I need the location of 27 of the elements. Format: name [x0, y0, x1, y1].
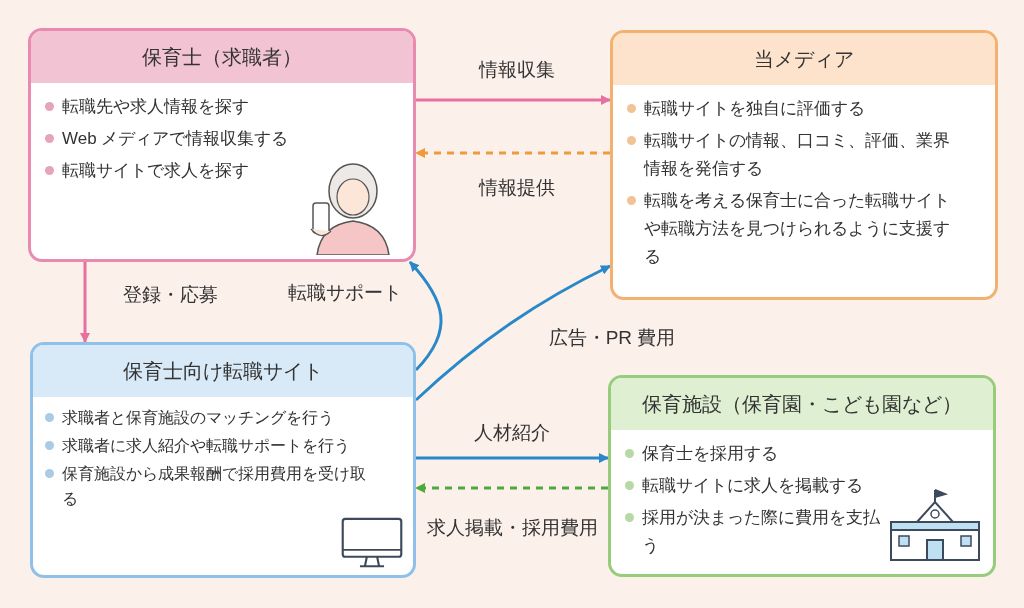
bullet-text: 転職サイトの情報、口コミ、評価、業界情報を発信する: [644, 130, 951, 180]
card: [28, 28, 416, 262]
bullet-text: 転職サイトで求人を探す: [62, 160, 249, 182]
bullet-text: 求職者に求人紹介や転職サポートを行う: [62, 436, 350, 456]
card-header: 保育士（求職者）: [31, 31, 413, 83]
arrow: [415, 264, 611, 402]
bullet-text: Web メディアで情報収集する: [62, 128, 289, 150]
card: [608, 375, 996, 577]
bullet-text: 転職先や求人情報を探す: [62, 96, 249, 118]
bullet-text: 転職サイトに求人を掲載する: [642, 475, 863, 497]
card: [30, 342, 416, 578]
arrow: [80, 262, 90, 343]
bullet-text: 保育士を採用する: [642, 443, 778, 465]
bullet-text: 保育施設から成果報酬で採用費用を受け取る: [62, 464, 366, 509]
bullet-text: 転職サイトを独自に評価する: [644, 98, 865, 120]
bullet-text: 転職を考える保育士に合った転職サイトや転職方法を見つけられるように支援する: [644, 190, 951, 268]
arrow: [416, 453, 609, 463]
bullet-text: 採用が決まった際に費用を支払う: [642, 507, 881, 557]
card: [610, 30, 998, 300]
arrow: [416, 95, 611, 105]
arrow: [415, 148, 610, 158]
bullet-text: 求職者と保育施設のマッチングを行う: [62, 408, 334, 428]
arrow: [408, 261, 443, 371]
card-header: 保育施設（保育園・こども園など）: [611, 378, 993, 430]
card-header: 保育士向け転職サイト: [33, 345, 413, 397]
card-header: 当メディア: [613, 33, 995, 85]
arrow: [415, 483, 608, 493]
